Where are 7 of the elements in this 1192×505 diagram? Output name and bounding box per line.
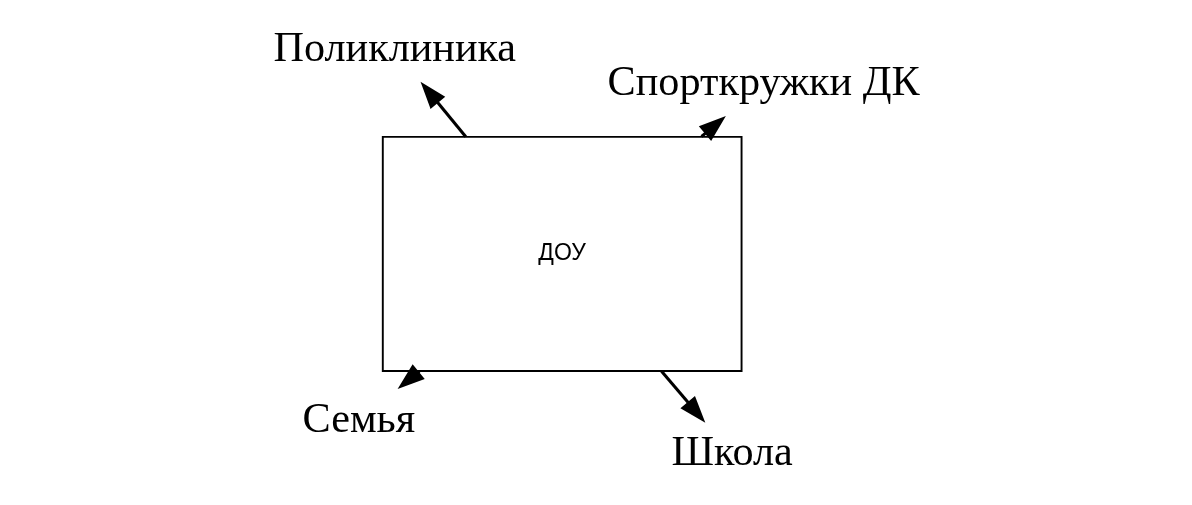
- node-text: Школа: [671, 427, 793, 475]
- arrow: [660, 370, 706, 423]
- node-text: Семья: [302, 393, 416, 441]
- arrow: [397, 364, 425, 390]
- node-text: Поликлиника: [273, 23, 517, 71]
- node-text: Спорткружки ДК: [607, 56, 920, 104]
- arrow: [420, 81, 467, 138]
